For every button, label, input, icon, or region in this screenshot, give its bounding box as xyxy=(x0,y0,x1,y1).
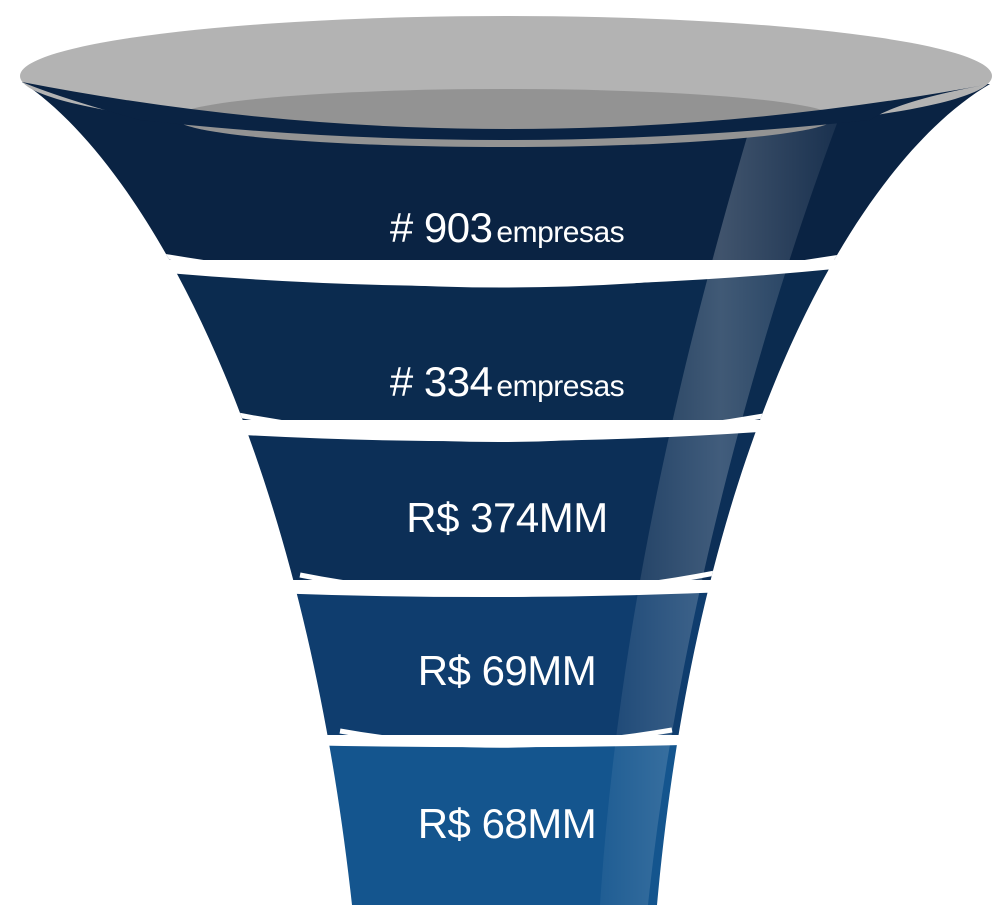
funnel-rim-dark-edge xyxy=(22,82,990,140)
stage-label-5: R$ 68MM xyxy=(417,800,597,847)
stage-label-4: R$ 69MM xyxy=(417,647,597,694)
stage-1-unit: empresas xyxy=(496,216,625,249)
stage-1-number: # 903 xyxy=(389,204,493,251)
stage-label-2: # 334 empresas xyxy=(389,358,625,406)
stage-2-unit: empresas xyxy=(496,370,625,403)
funnel-shine xyxy=(600,110,842,905)
stage-label-1: # 903 empresas xyxy=(389,204,625,252)
stage-label-3: R$ 374MM xyxy=(406,494,608,541)
stage-2-number: # 334 xyxy=(389,358,493,405)
